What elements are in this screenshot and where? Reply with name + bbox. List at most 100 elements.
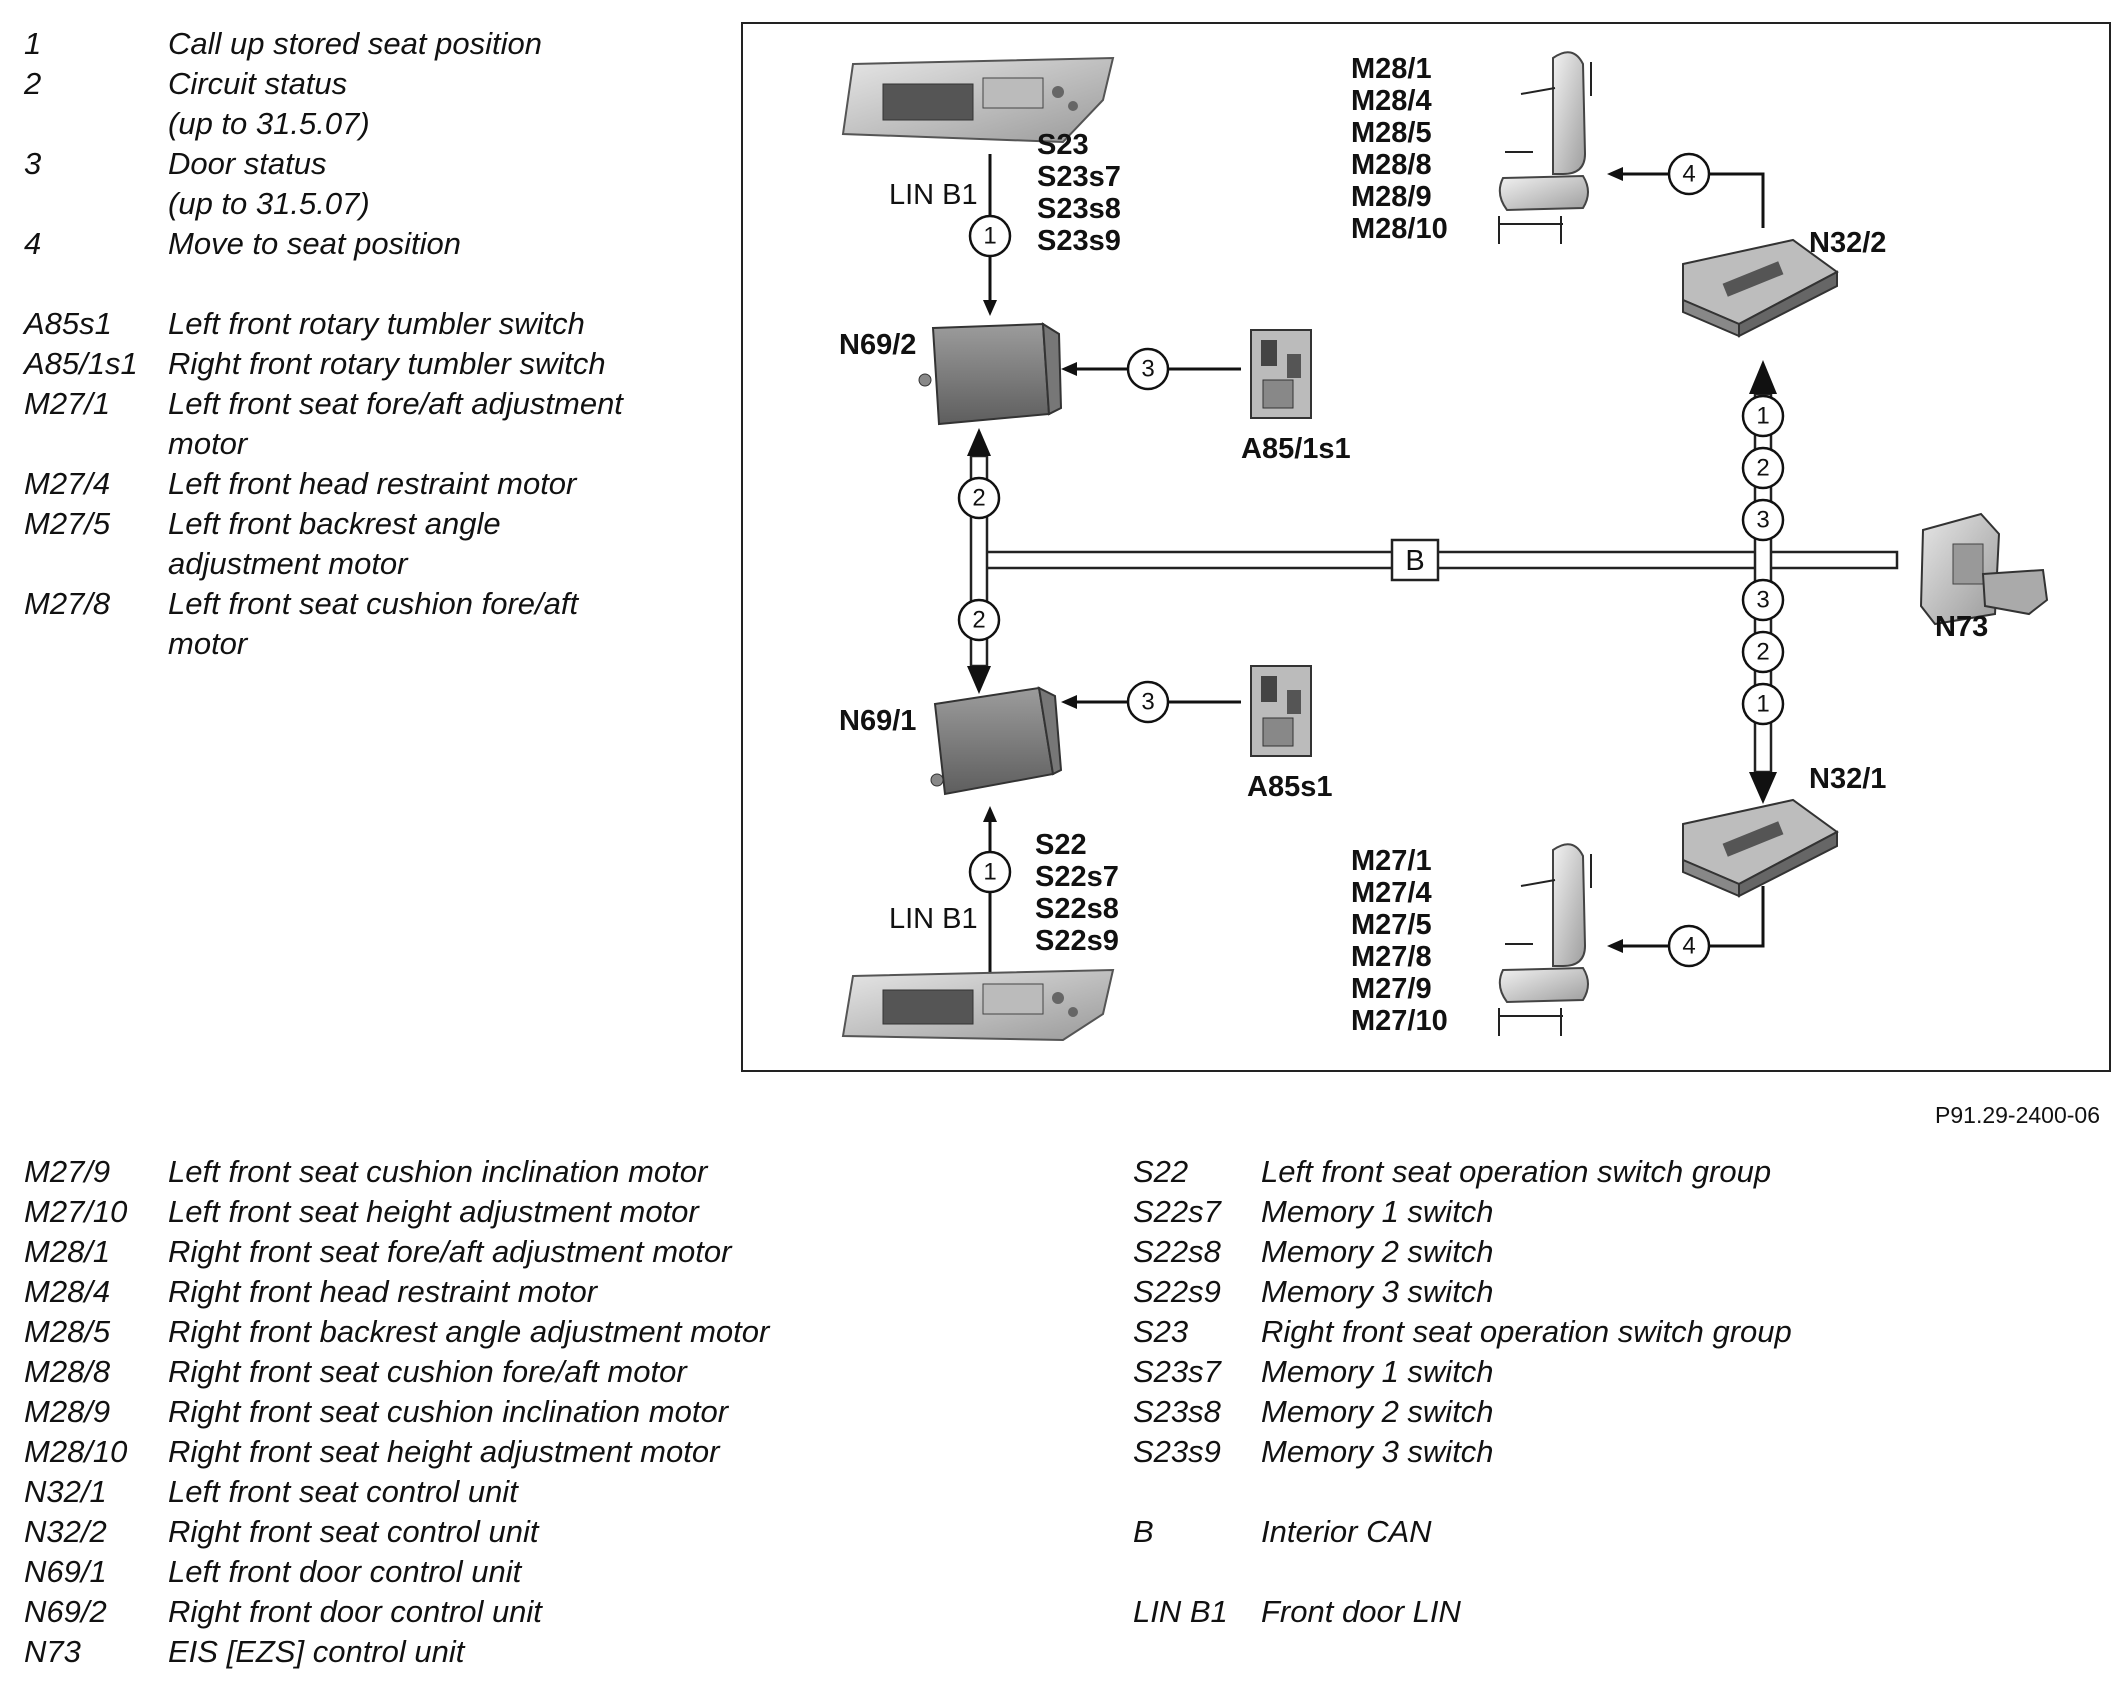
legend-row: A85s1 Left front rotary tumbler switch — [24, 304, 724, 344]
svg-text:1: 1 — [983, 223, 996, 250]
legend-description: Circuit status (up to 31.5.07) — [168, 66, 370, 141]
legend-description: Left front door control unit — [168, 1554, 522, 1589]
legend-row: S22s9 Memory 3 switch — [1133, 1272, 2033, 1312]
legend-description: Left front seat control unit — [168, 1474, 518, 1509]
legend-code: N69/2 — [24, 1594, 107, 1629]
legend-description: Memory 3 switch — [1261, 1274, 1494, 1309]
marker-3-right-lower: 3 — [1741, 578, 1785, 622]
legend-code: M27/8 — [24, 586, 111, 621]
a85s1-arrow — [1061, 695, 1077, 709]
seat-m28-icon — [1498, 51, 1592, 244]
s22-label-group: S22 S22s7 S22s8 S22s9 — [1035, 829, 1119, 957]
svg-text:3: 3 — [1141, 689, 1154, 716]
n73-label: N73 — [1935, 611, 1988, 643]
legend-description: Right front backrest angle adjustment mo… — [168, 1314, 770, 1349]
legend-row: 4 Move to seat position — [24, 224, 724, 264]
n69-1-control-unit — [930, 686, 1063, 796]
n32-1-label: N32/1 — [1809, 763, 1886, 795]
legend-description: Call up stored seat position — [168, 26, 542, 61]
legend-description: Front door LIN — [1261, 1594, 1461, 1629]
legend-description: Right front door control unit — [168, 1594, 542, 1629]
legend-description: Right front seat fore/aft adjustment mot… — [168, 1234, 732, 1269]
legend-description: Right front seat cushion fore/aft motor — [168, 1354, 687, 1389]
legend-description: Left front seat height adjustment motor — [168, 1194, 699, 1229]
m27-label-group: M27/1 M27/4 M27/5 M27/8 M27/9 M27/10 — [1351, 845, 1448, 1037]
legend-code: M28/8 — [24, 1354, 111, 1389]
svg-text:S23s9: S23s9 — [1037, 225, 1121, 257]
legend-description: Memory 1 switch — [1261, 1354, 1494, 1389]
legend-code: 2 — [24, 66, 42, 101]
legend-code: N32/2 — [24, 1514, 107, 1549]
legend-description: Door status (up to 31.5.07) — [168, 146, 370, 221]
n73-eis-unit — [1919, 512, 2049, 626]
n69-2-control-unit — [918, 322, 1063, 426]
marker-3-a85-1s1: 3 — [1126, 347, 1170, 391]
legend-description: Left front rotary tumbler switch — [168, 306, 585, 341]
legend-code: 1 — [24, 26, 42, 61]
legend-code: S23s8 — [1133, 1394, 1221, 1429]
svg-text:M27/1: M27/1 — [1351, 845, 1432, 877]
legend-description: Left front seat cushion inclination moto… — [168, 1154, 708, 1189]
legend-description: Move to seat position — [168, 226, 461, 261]
legend-code: A85/1s1 — [24, 346, 138, 381]
legend-description: Interior CAN — [1261, 1514, 1432, 1549]
lin-b1-bottom-label: LIN B1 — [889, 903, 978, 935]
s23-label-group: S23 S23s7 S23s8 S23s9 — [1037, 129, 1121, 257]
svg-text:S23s8: S23s8 — [1037, 193, 1121, 225]
arrow-up-n69-2 — [967, 428, 991, 456]
diagram-svg: B — [839, 51, 2049, 1042]
legend-code: M28/1 — [24, 1234, 111, 1269]
legend-spacer — [1133, 1472, 2033, 1512]
m28-label-group: M28/1 M28/4 M28/5 M28/8 M28/9 M28/10 — [1351, 53, 1448, 245]
legend-description: Memory 3 switch — [1261, 1434, 1494, 1469]
marker-2-right-lower: 2 — [1741, 630, 1785, 674]
marker-4-top: 4 — [1667, 152, 1711, 196]
legend-description: Right front head restraint motor — [168, 1274, 598, 1309]
lin-b1-top-label: LIN B1 — [889, 179, 978, 211]
svg-text:M28/9: M28/9 — [1351, 181, 1432, 213]
svg-text:2: 2 — [972, 607, 985, 634]
arrow-down-n32-1 — [1749, 772, 1777, 804]
marker-2-upper-left: 2 — [957, 476, 1001, 520]
marker-2-lower-left: 2 — [957, 598, 1001, 642]
legend-code: 4 — [24, 226, 42, 261]
legend-code: S22s9 — [1133, 1274, 1221, 1309]
svg-text:S22: S22 — [1035, 829, 1087, 861]
svg-text:M27/9: M27/9 — [1351, 973, 1432, 1005]
legend-spacer — [24, 264, 724, 304]
legend-code: A85s1 — [24, 306, 112, 341]
legend-row: LIN B1 Front door LIN — [1133, 1592, 2033, 1632]
legend-description: Left front head restraint motor — [168, 466, 577, 501]
legend-code: M27/9 — [24, 1154, 111, 1189]
a85-1s1-switch — [1250, 329, 1312, 419]
legend-description: Left front seat operation switch group — [1261, 1154, 1772, 1189]
legend-description: Left front backrest angle adjustment mot… — [168, 506, 501, 581]
svg-text:M28/8: M28/8 — [1351, 149, 1432, 181]
legend-description: Right front seat height adjustment motor — [168, 1434, 720, 1469]
door-panel-s23 — [841, 56, 1115, 144]
svg-text:M28/1: M28/1 — [1351, 53, 1432, 85]
seat-m27-icon — [1498, 843, 1592, 1036]
legend-code: N32/1 — [24, 1474, 107, 1509]
legend-spacer — [1133, 1552, 2033, 1592]
legend-description: Right front rotary tumbler switch — [168, 346, 606, 381]
legend-code: LIN B1 — [1133, 1594, 1228, 1629]
legend-code: S22s7 — [1133, 1194, 1221, 1229]
legend-description: Right front seat cushion inclination mot… — [168, 1394, 729, 1429]
legend-description: EIS [EZS] control unit — [168, 1634, 465, 1669]
svg-text:S22s8: S22s8 — [1035, 893, 1119, 925]
arrow-up-n32-2 — [1749, 360, 1777, 394]
svg-text:S22s9: S22s9 — [1035, 925, 1119, 957]
marker-1-right-upper: 1 — [1741, 394, 1785, 438]
